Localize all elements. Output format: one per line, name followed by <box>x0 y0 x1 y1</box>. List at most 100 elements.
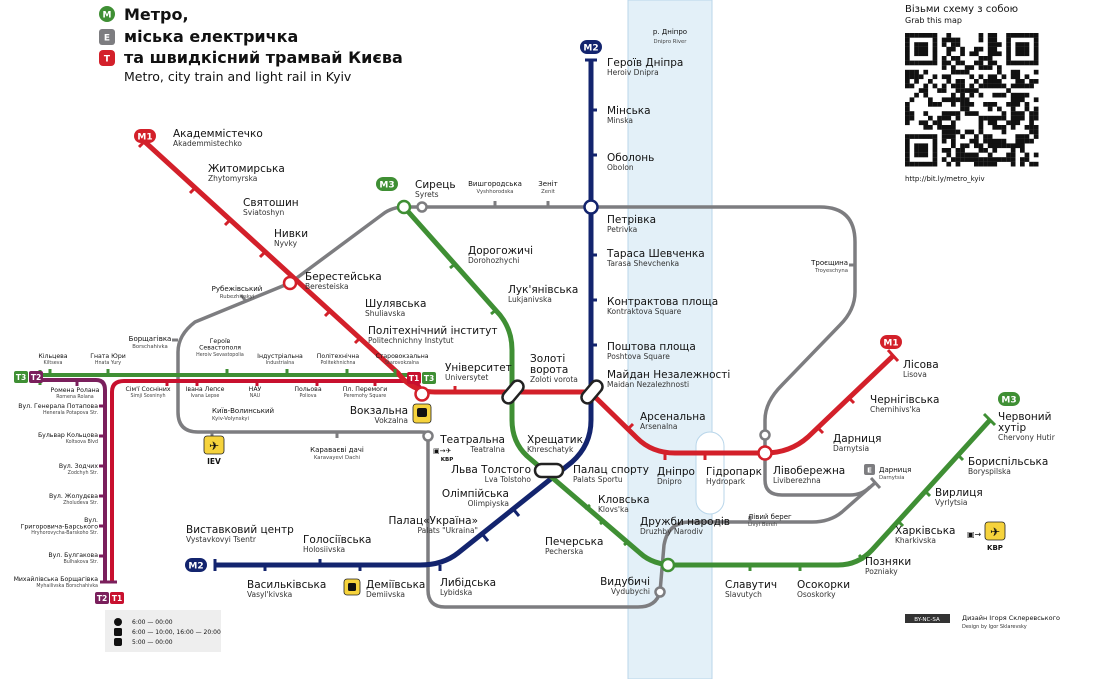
schedule-tram-hours: 5:00 — 00:00 <box>132 639 173 646</box>
interchange-liviberezhna-rail[interactable] <box>759 429 771 441</box>
interchange-khreshchatyk-maidan[interactable] <box>579 378 605 406</box>
interchange-vydubychi-rail[interactable] <box>654 586 666 598</box>
badge-m2-south-label: M2 <box>188 562 203 572</box>
interchange-petrivka[interactable] <box>583 199 599 215</box>
interchange-liviberezhna[interactable] <box>757 445 773 461</box>
airport-kbp-center[interactable]: ▣→✈ KBP <box>433 447 453 463</box>
station-hryh[interactable]: Вул.Григоровича-БарськогоHryhorovycha-Ba… <box>21 517 99 536</box>
interchange-syrets-rail[interactable] <box>416 201 428 213</box>
interchange-teatralna-zoloti-vorota[interactable] <box>500 378 526 406</box>
interchange-lva-tolstoho-palats-sportu[interactable] <box>533 462 565 479</box>
interchange-vokzalna[interactable] <box>414 386 430 402</box>
interchange-vydubychi[interactable] <box>660 557 676 573</box>
interchange-beresteiska[interactable] <box>282 275 298 291</box>
qr-code[interactable] <box>905 33 1039 167</box>
station-name-en: Hydropark <box>706 477 746 486</box>
airport-iev[interactable]: ✈ IEV <box>203 435 225 466</box>
qr-url[interactable]: http://bit.ly/metro_kyiv <box>905 175 985 183</box>
station-name-en: Poliova <box>299 393 316 399</box>
interchange-vokzalna-rail[interactable] <box>422 430 434 442</box>
interchange-syrets[interactable] <box>396 199 412 215</box>
station-palu[interactable]: Палац«Україна»Palats "Ukraina" <box>388 515 478 535</box>
airport-kbp-east[interactable]: ▣→ ✈ KBP <box>967 521 1006 552</box>
